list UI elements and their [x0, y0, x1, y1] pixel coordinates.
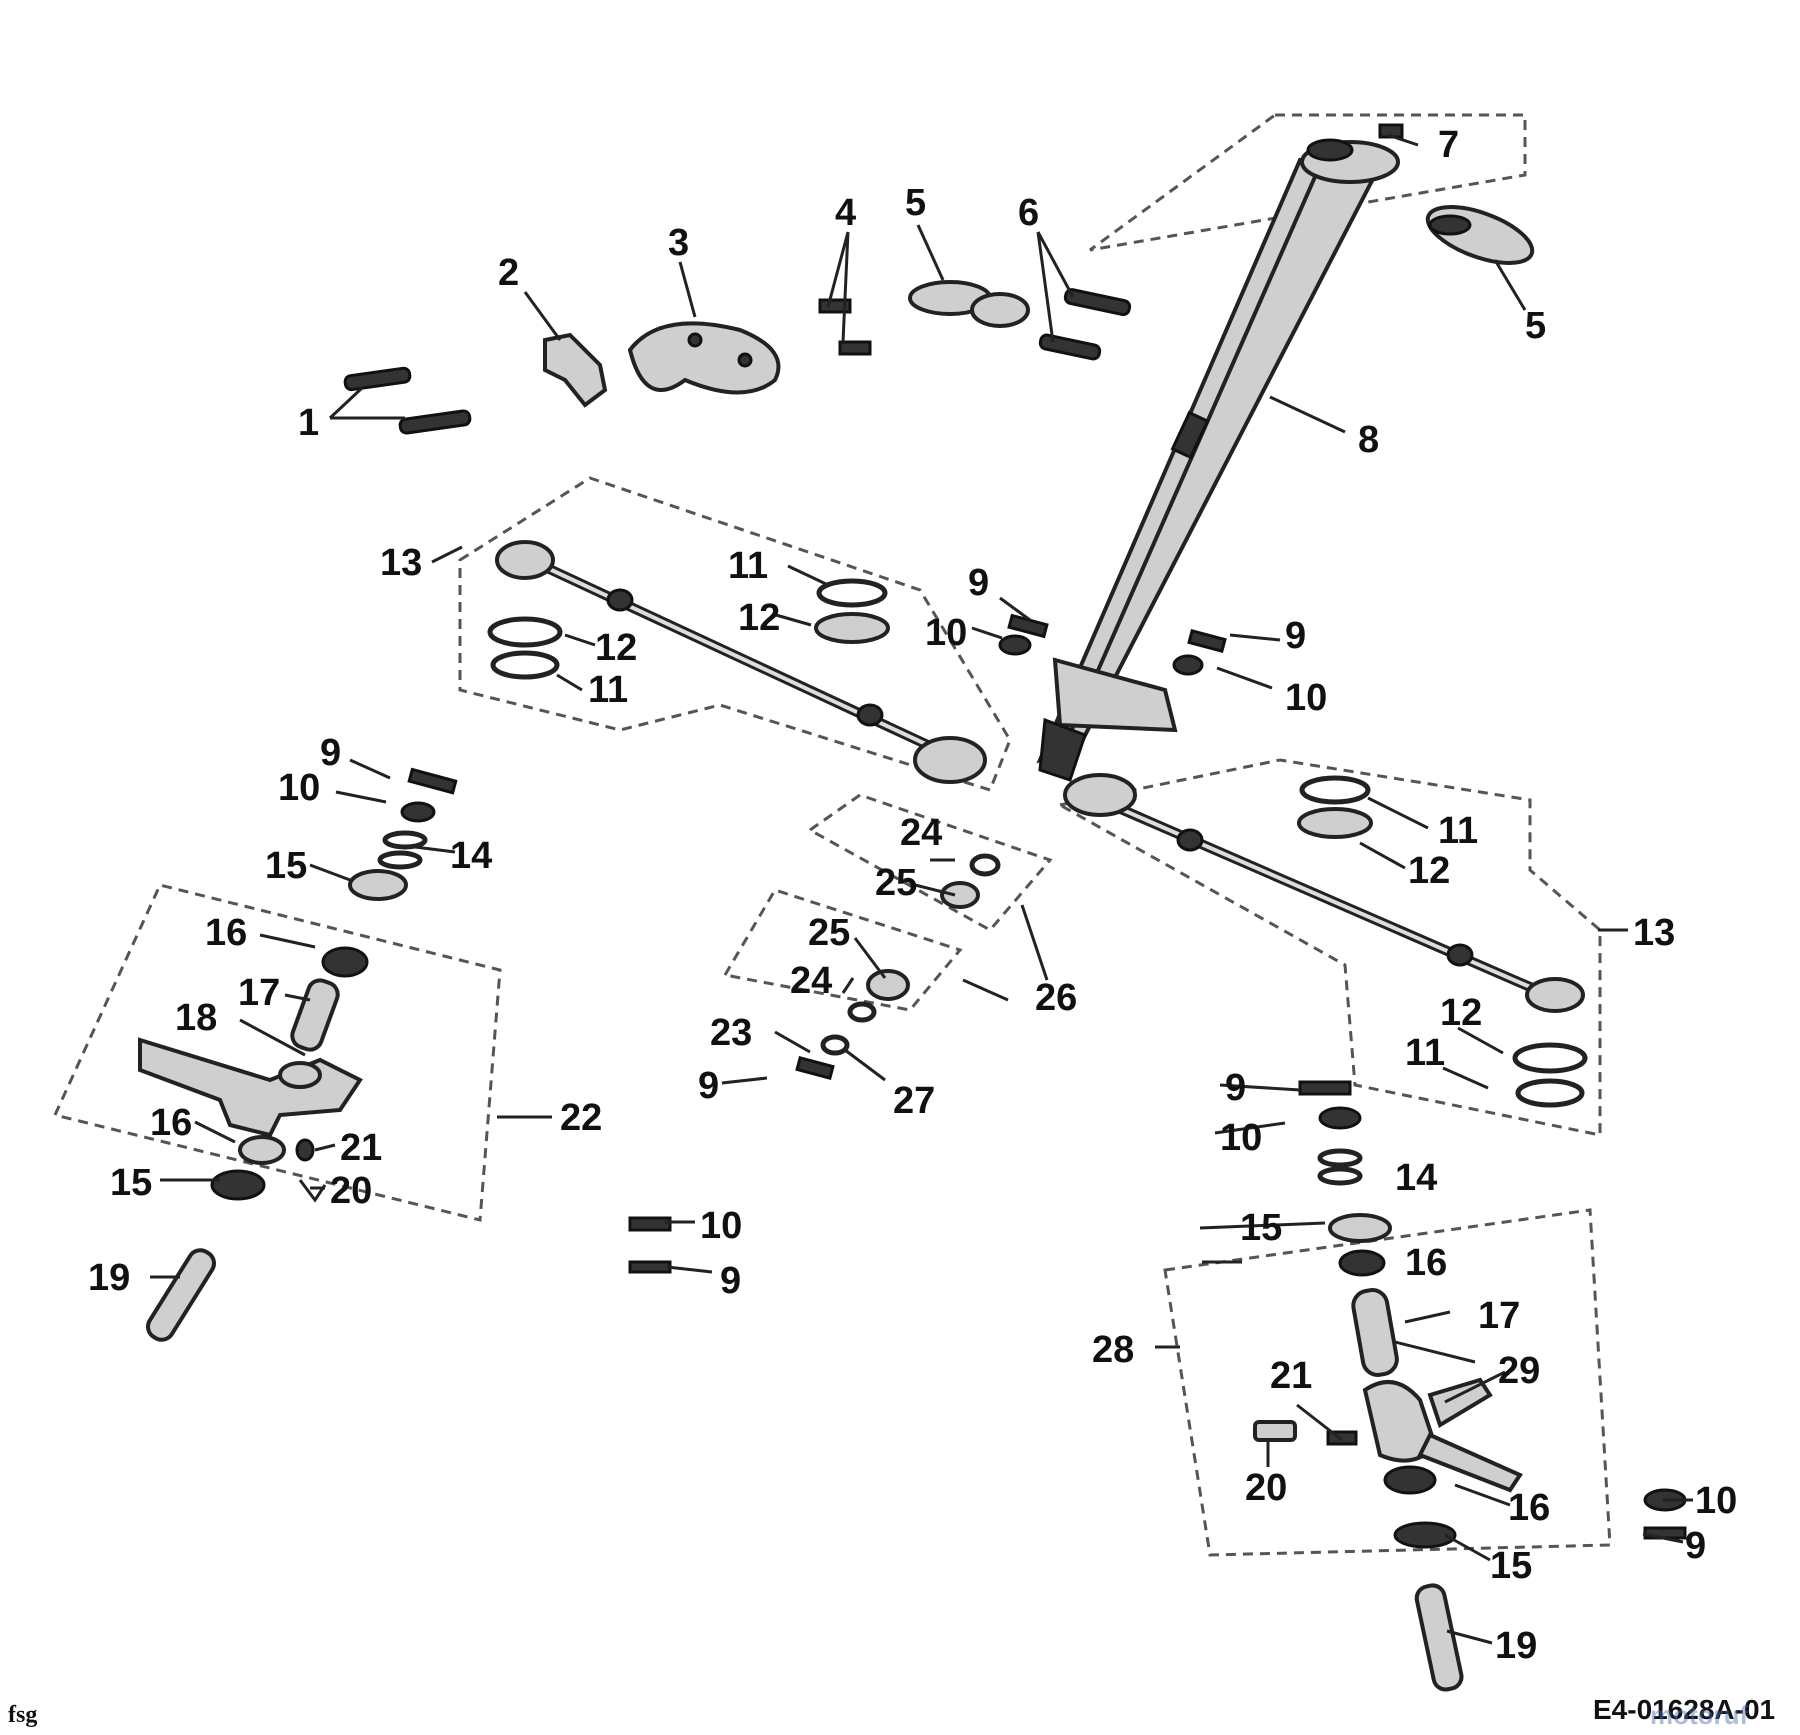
callout-9-lower: 9	[720, 1260, 741, 1302]
callout-11-left: 11	[588, 669, 628, 711]
callout-18: 18	[175, 997, 217, 1039]
callout-14-left: 14	[450, 835, 492, 877]
callout-numbers: 1 2 3 4 5 6 7 5 8 13 11 12 12 11 9 10 9 …	[88, 124, 1737, 1667]
callout-25-top: 25	[875, 862, 917, 904]
callout-23: 23	[710, 1012, 752, 1054]
tie-rod-right	[1063, 773, 1588, 1108]
callout-16-left-top: 16	[205, 912, 247, 954]
callout-9-center-right: 9	[1285, 615, 1306, 657]
callout-4: 4	[835, 192, 856, 234]
callout-9-center-left: 9	[968, 562, 989, 604]
callout-12-left-top: 12	[738, 597, 780, 639]
callout-10-right: 10	[1220, 1117, 1262, 1159]
callout-15-right: 15	[1240, 1207, 1282, 1249]
callout-16-left: 16	[150, 1102, 192, 1144]
callout-14-right: 14	[1395, 1157, 1437, 1199]
center-hardware	[795, 613, 1227, 1081]
callout-10-left: 10	[278, 767, 320, 809]
callout-17-right: 17	[1478, 1295, 1520, 1337]
callout-21-left: 21	[340, 1127, 382, 1169]
steering-shaft	[1036, 138, 1400, 782]
callout-9-far-right: 9	[1685, 1525, 1706, 1567]
callout-25: 25	[808, 912, 850, 954]
callout-22: 22	[560, 1097, 602, 1139]
outline-tie-rod-left	[458, 476, 1012, 792]
callout-12-left: 12	[595, 627, 637, 669]
callout-8: 8	[1358, 419, 1379, 461]
outline-spindle-left	[52, 883, 502, 1222]
footer-left-code: fsg	[8, 1702, 38, 1728]
callout-1: 1	[298, 402, 319, 444]
callout-10-center-left: 10	[925, 612, 967, 654]
callout-15-left-bottom: 15	[110, 1162, 152, 1204]
assembly-outlines	[52, 113, 1612, 1557]
callout-11-right-top: 11	[1438, 810, 1478, 852]
callout-17-left: 17	[238, 972, 280, 1014]
callout-24: 24	[790, 960, 832, 1002]
callout-9-center: 9	[698, 1065, 719, 1107]
callout-24-top: 24	[900, 812, 942, 854]
callout-10-center-right: 10	[1285, 677, 1327, 719]
callout-20-left: 20	[330, 1170, 372, 1212]
callout-11-right: 11	[1405, 1032, 1445, 1074]
outline-bushing-kit-b	[722, 888, 963, 1012]
outline-steering-shaft	[1089, 113, 1527, 252]
callout-21-right: 21	[1270, 1355, 1312, 1397]
drawing-id: E4-01628A-01	[1593, 1694, 1776, 1725]
callout-13-right: 13	[1633, 912, 1675, 954]
leader-lines	[150, 133, 1693, 1645]
callout-19-right: 19	[1495, 1625, 1537, 1667]
callout-13-left: 13	[380, 542, 422, 584]
callout-15-left: 15	[265, 845, 307, 887]
callout-16-right: 16	[1508, 1487, 1550, 1529]
outline-bushing-kit-a	[807, 793, 1053, 932]
callout-19-left: 19	[88, 1257, 130, 1299]
callout-27: 27	[893, 1080, 935, 1122]
callout-2: 2	[498, 252, 519, 294]
callout-9-left: 9	[320, 732, 341, 774]
outline-tie-rod-right	[1055, 758, 1602, 1137]
callout-15-right-bottom: 15	[1490, 1545, 1532, 1587]
tie-rod-left	[487, 540, 987, 784]
callout-12-right-top: 12	[1408, 850, 1450, 892]
callout-16-right-top: 16	[1405, 1242, 1447, 1284]
upper-hardware	[343, 123, 1535, 435]
watermark: motoruf	[1650, 1700, 1749, 1730]
callout-11-left-top: 11	[728, 545, 768, 587]
callout-12-right: 12	[1440, 992, 1482, 1034]
callout-7: 7	[1438, 124, 1459, 166]
callout-20-right: 20	[1245, 1467, 1287, 1509]
callout-6: 6	[1018, 192, 1039, 234]
spindle-left	[138, 767, 672, 1342]
callout-26: 26	[1035, 977, 1077, 1019]
callout-5-right: 5	[1525, 305, 1546, 347]
callout-10-lower: 10	[700, 1205, 742, 1247]
callout-5-top: 5	[905, 182, 926, 224]
callout-29: 29	[1498, 1350, 1540, 1392]
spindle-right	[1253, 1080, 1687, 1692]
outline-spindle-right	[1163, 1208, 1612, 1557]
callout-3: 3	[668, 222, 689, 264]
callout-28: 28	[1092, 1329, 1134, 1371]
callout-9-right: 9	[1225, 1067, 1246, 1109]
callout-10-far-right: 10	[1695, 1480, 1737, 1522]
